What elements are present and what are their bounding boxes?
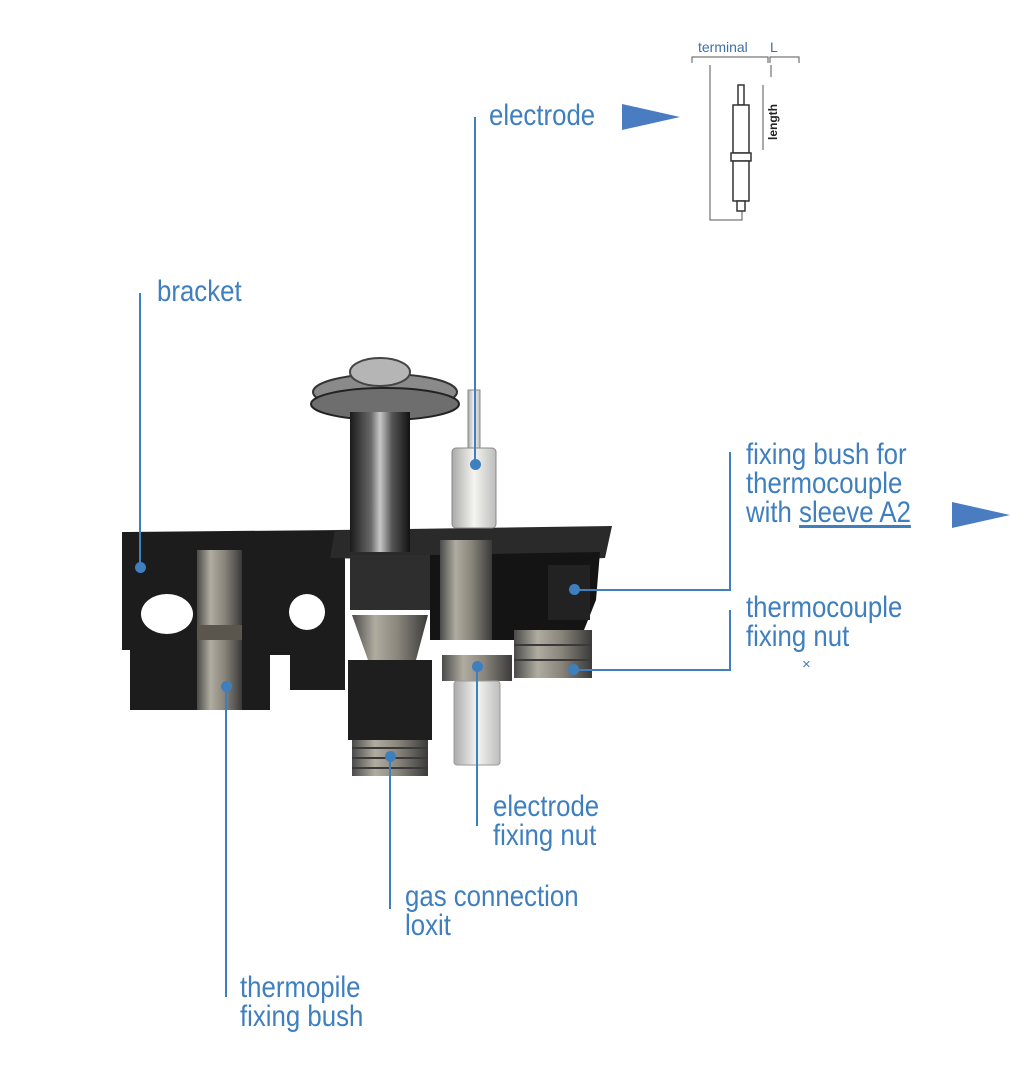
close-icon[interactable]: ×	[802, 656, 811, 673]
leader-fixing-bush	[729, 452, 731, 590]
leader-bracket	[139, 293, 141, 568]
leader-electrode	[474, 117, 476, 465]
inset-terminal-label: terminal	[698, 39, 748, 55]
thermopile-dot	[221, 681, 232, 692]
leader-thermopile	[225, 687, 227, 997]
pilot-hood	[310, 357, 460, 552]
bracket-label: bracket	[157, 275, 242, 308]
thermopile-label: thermopile fixing bush	[240, 971, 364, 1033]
electrode-body	[440, 389, 512, 766]
gas-connection-body	[348, 555, 432, 776]
arrow-right-icon[interactable]	[622, 104, 680, 130]
electrode-dot	[470, 459, 481, 470]
electrode-nut-dot	[472, 661, 483, 672]
leader-thermocouple-nut	[729, 610, 731, 670]
thermocouple-nut-dot	[568, 664, 579, 675]
sleeve-arrow-right-icon[interactable]	[952, 502, 1010, 528]
gas-connection-label: gas connection loxit	[405, 880, 579, 942]
thermopile-bush	[197, 550, 242, 710]
electrode-dimension-inset: terminal L length	[691, 39, 800, 221]
electrode-label: electrode	[489, 99, 596, 132]
fixing-bush-label: fixing bush for thermocouple with sleeve…	[746, 438, 911, 529]
leader-thermocouple-nut-h	[574, 669, 731, 671]
leader-fixing-bush-h	[575, 589, 731, 591]
bracket-dot	[135, 562, 146, 573]
fixing-bush-dot	[569, 584, 580, 595]
sleeve-a2-link[interactable]: sleeve A2	[799, 496, 911, 529]
leader-electrode-nut	[476, 666, 478, 826]
gas-connection-dot	[385, 751, 396, 762]
inset-length-label: length	[766, 104, 780, 140]
inset-l-label: L	[770, 39, 778, 55]
leader-gas-connection	[389, 757, 391, 909]
electrode-nut-label: electrode fixing nut	[493, 790, 600, 852]
thermocouple-nut-label: thermocouple fixing nut	[746, 591, 903, 653]
